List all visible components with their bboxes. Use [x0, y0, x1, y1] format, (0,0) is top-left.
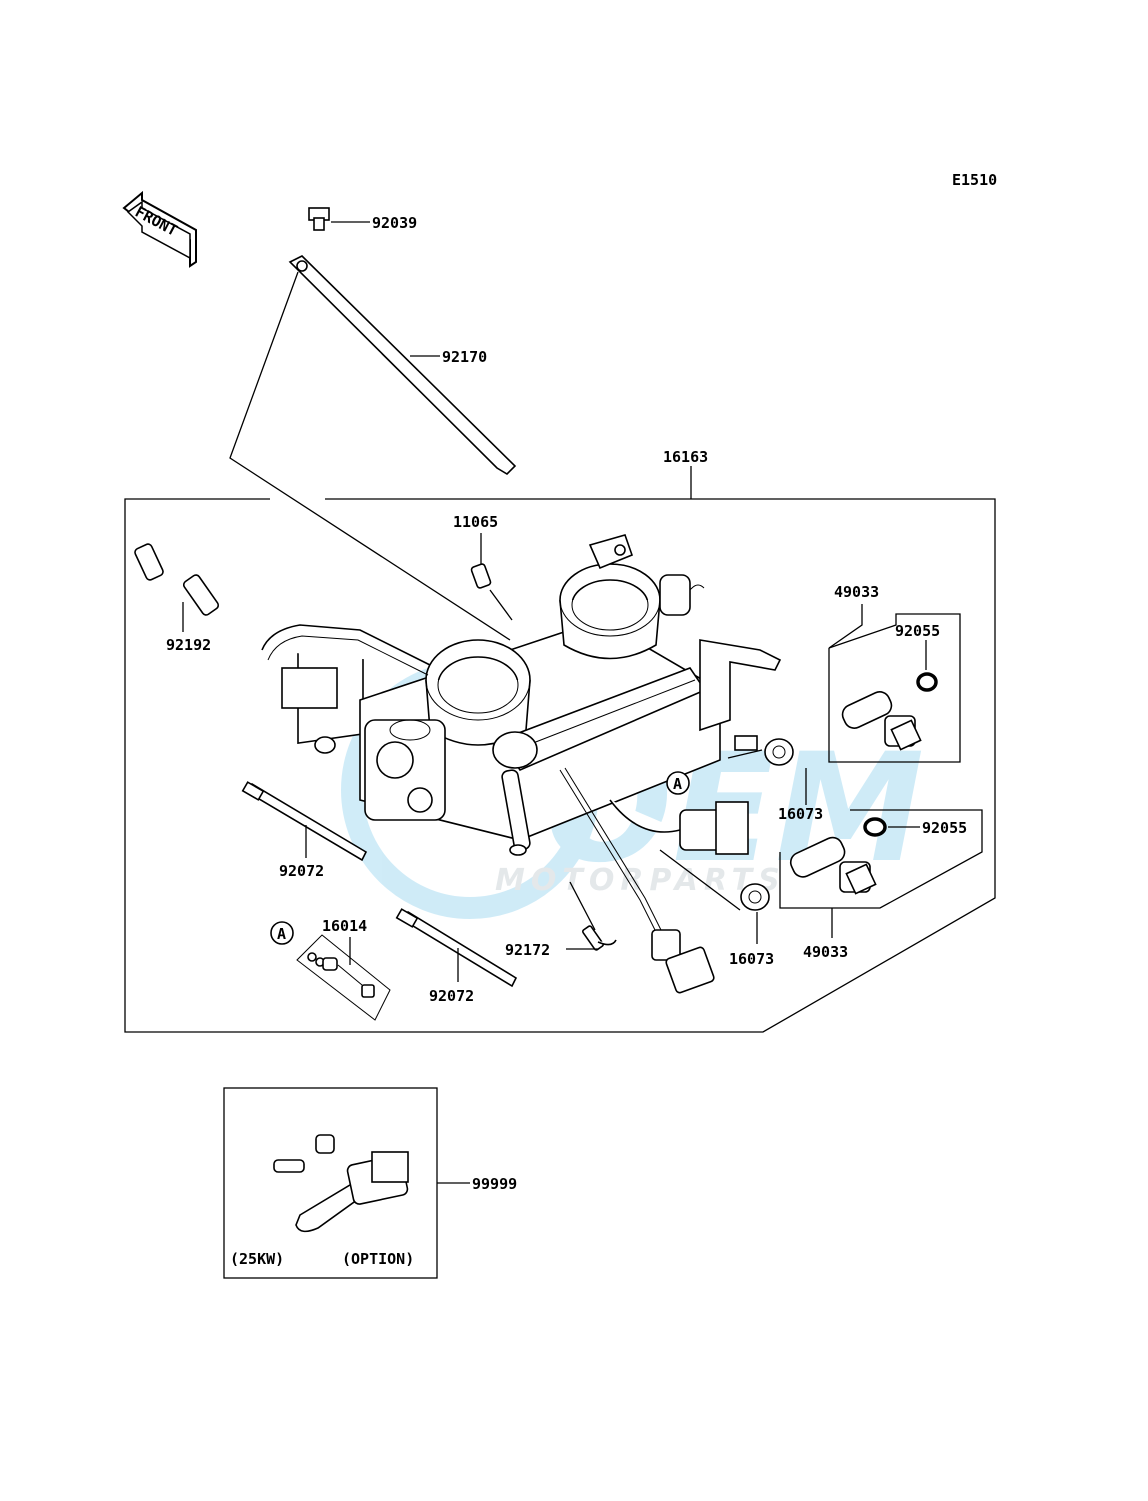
diagram-code: E1510 [952, 171, 997, 189]
part-49033-top: 49033 [834, 583, 879, 601]
part-16014: 16014 [322, 917, 367, 935]
bracket-92170 [288, 255, 517, 476]
seal-16073-top [764, 738, 794, 766]
injector-49033-bottom [789, 836, 877, 895]
injector-49033-top [841, 691, 922, 751]
option-note-25kw: (25KW) [230, 1250, 284, 1268]
strap-92072-left [241, 781, 368, 862]
throttle-body-illustration [261, 534, 782, 994]
part-16073-top: 16073 [778, 805, 823, 823]
assembly-box-16163 [124, 498, 996, 1033]
part-92072-left: 92072 [279, 862, 324, 880]
part-92170: 92170 [442, 348, 487, 366]
part-16073-bottom: 16073 [729, 950, 774, 968]
oring-92055-bottom [863, 817, 887, 837]
part-92172: 92172 [505, 941, 550, 959]
seal-16073-bottom [740, 883, 770, 911]
oring-92055-top [916, 672, 938, 692]
collar-11065 [470, 563, 492, 589]
strap-92072-bottom [395, 908, 518, 988]
svg-text:A: A [277, 925, 286, 943]
svg-text:A: A [673, 775, 682, 793]
screw-kit-16014 [296, 934, 391, 1021]
part-92055-top: 92055 [895, 622, 940, 640]
watermark-sub: MOTORPARTS [495, 863, 786, 898]
part-99999: 99999 [472, 1175, 517, 1193]
part-92055-bottom: 92055 [922, 819, 967, 837]
part-16163: 16163 [663, 448, 708, 466]
part-11065: 11065 [453, 513, 498, 531]
callout-a-upper: A [666, 771, 690, 795]
screw-92172 [582, 925, 617, 951]
part-49033-bottom: 49033 [803, 943, 848, 961]
part-92192: 92192 [166, 636, 211, 654]
part-92039: 92039 [372, 214, 417, 232]
front-arrow-icon: FRONT [122, 190, 197, 268]
bolt-92039 [308, 207, 330, 231]
option-note-option: (OPTION) [342, 1250, 414, 1268]
part-92072-bottom: 92072 [429, 987, 474, 1005]
hose-92192 [134, 543, 220, 616]
callout-a-lower: A [270, 921, 294, 945]
